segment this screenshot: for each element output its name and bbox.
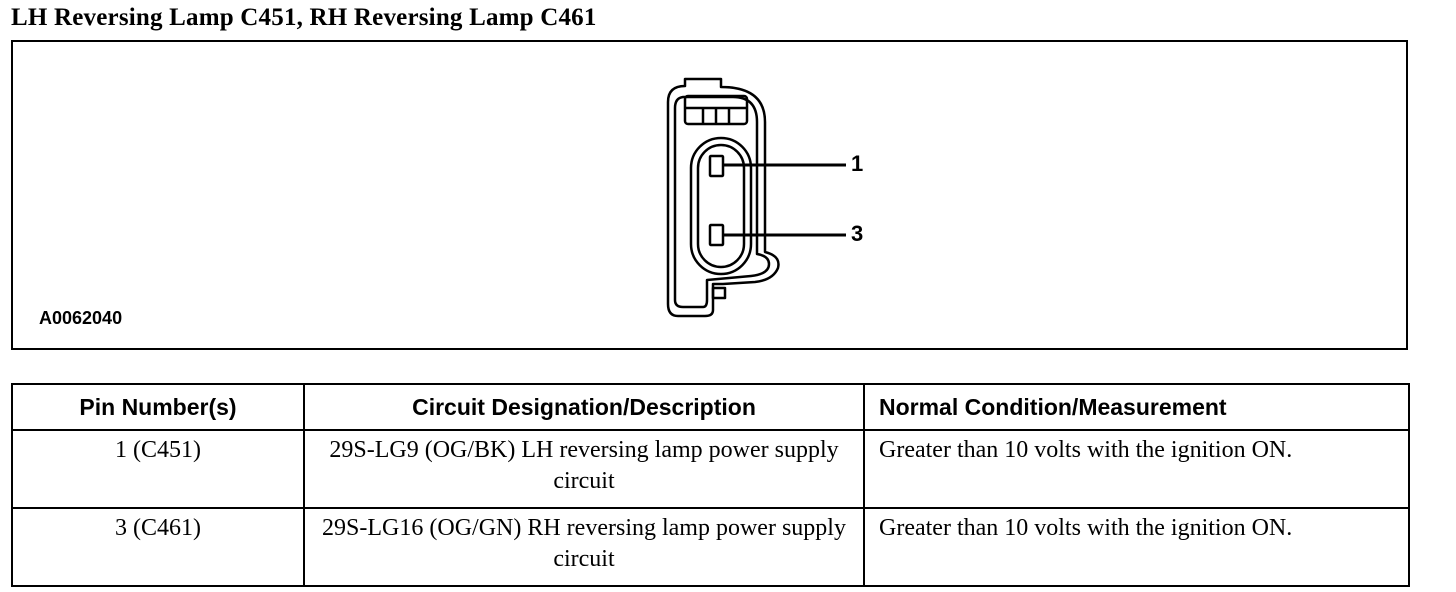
cell-circuit: 29S-LG9 (OG/BK) LH reversing lamp power …	[303, 429, 865, 509]
cell-condition: Greater than 10 volts with the ignition …	[863, 429, 1410, 509]
page-title: LH Reversing Lamp C451, RH Reversing Lam…	[11, 4, 597, 31]
connector-outer-body	[666, 77, 780, 318]
pin-table: Pin Number(s) Circuit Designation/Descri…	[11, 383, 1410, 587]
table-row: 1 (C451) 29S-LG9 (OG/BK) LH reversing la…	[11, 429, 1410, 509]
pin-label-1: 1	[851, 151, 864, 176]
cell-condition: Greater than 10 volts with the ignition …	[863, 507, 1410, 587]
connector-figure: 1 3 A0062040	[11, 40, 1408, 350]
table-row: 3 (C461) 29S-LG16 (OG/GN) RH reversing l…	[11, 507, 1410, 587]
pin-cavity-inner	[696, 143, 746, 269]
figure-id: A0062040	[39, 308, 123, 328]
header-pin-number: Pin Number(s)	[11, 383, 305, 431]
pin-3-terminal	[708, 223, 725, 247]
pin-cavity-outer	[689, 136, 753, 276]
connector-bottom-tab	[711, 286, 727, 300]
pin-1-terminal	[708, 154, 725, 178]
cell-circuit: 29S-LG16 (OG/GN) RH reversing lamp power…	[303, 507, 865, 587]
cell-pin: 3 (C461)	[11, 507, 305, 587]
pin-label-3: 3	[851, 221, 864, 246]
table-header-row: Pin Number(s) Circuit Designation/Descri…	[11, 383, 1410, 431]
header-circuit-designation: Circuit Designation/Description	[303, 383, 865, 431]
cell-pin: 1 (C451)	[11, 429, 305, 509]
connector-inner-body	[673, 95, 771, 309]
connector-drawing	[666, 77, 846, 318]
header-normal-condition: Normal Condition/Measurement	[863, 383, 1410, 431]
